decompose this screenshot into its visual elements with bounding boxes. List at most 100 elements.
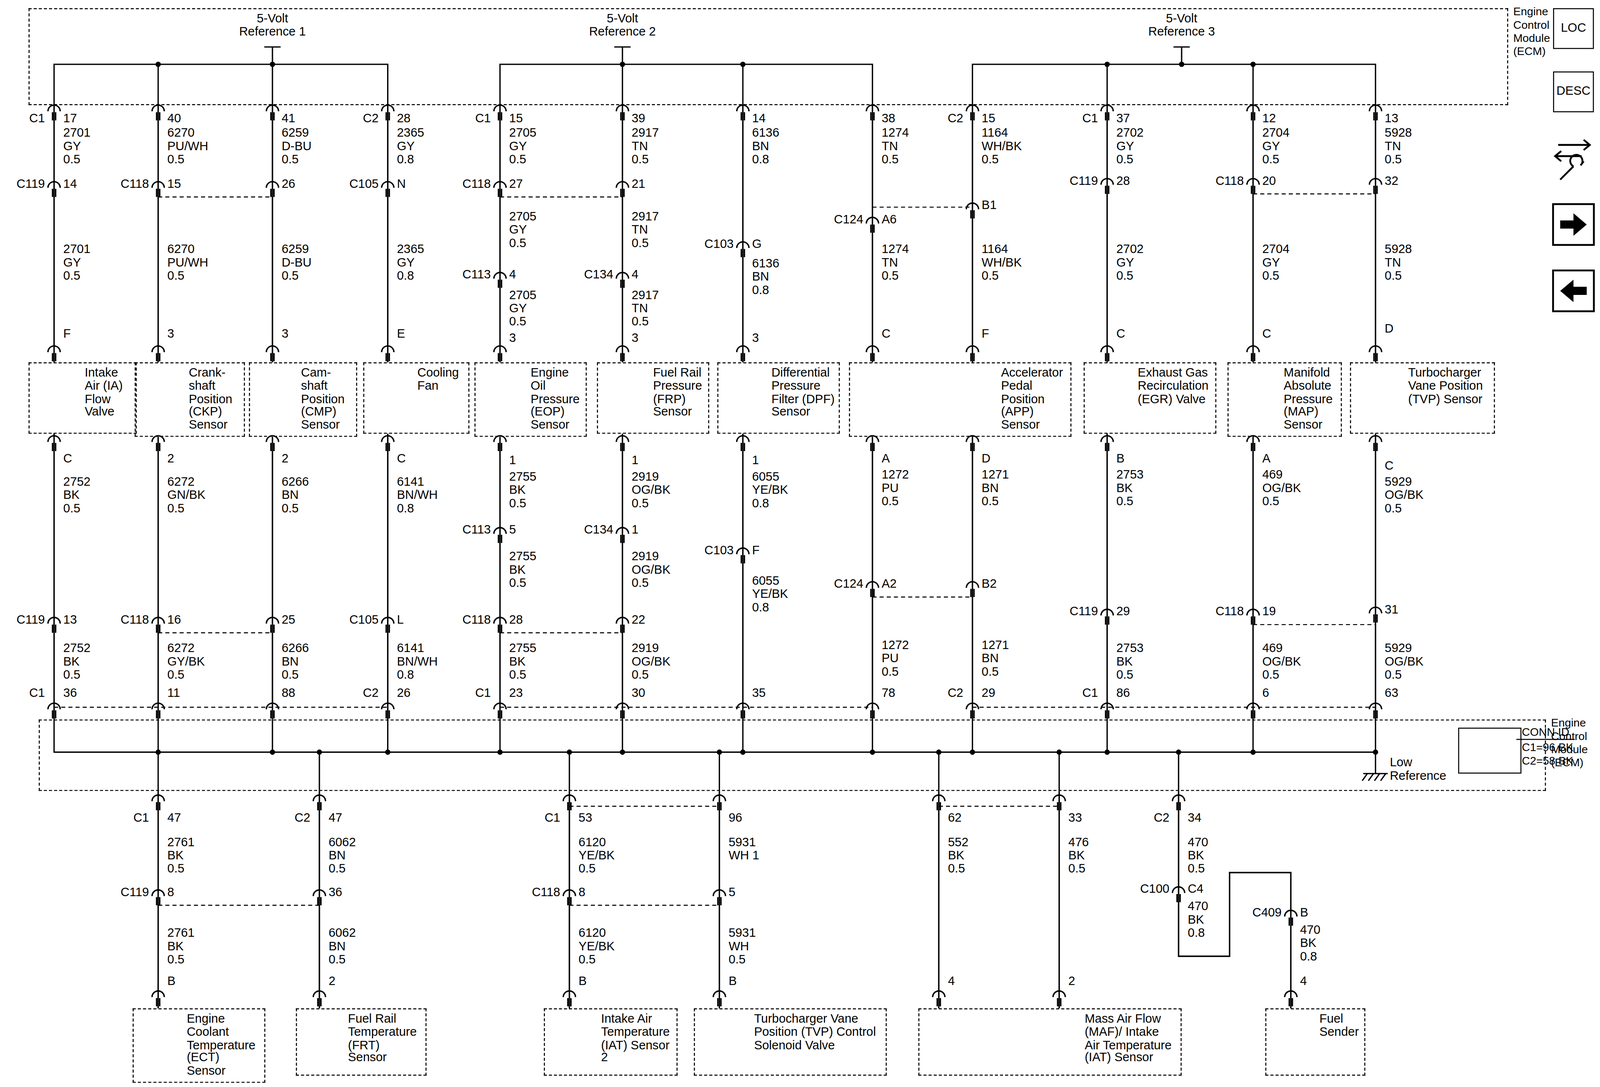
pin-label: 6: [1262, 686, 1273, 700]
component-name: Turbocharger Vane Position (TVP) Control…: [753, 1012, 882, 1052]
component-box: Cooling Fan: [363, 362, 470, 434]
wire-label: 6266 BN 0.5: [281, 475, 313, 516]
component-box: Fuel Sender: [1265, 1008, 1366, 1076]
wire-label: 1271 BN 0.5: [981, 468, 1012, 509]
pin-label: C1: [129, 811, 149, 825]
reference-label: 5-Volt Reference 2: [584, 12, 660, 39]
pin-label: 35: [752, 686, 770, 700]
splice-dot: [740, 61, 746, 68]
wire-label: 2919 OG/BK 0.5: [631, 641, 675, 682]
pin-label: 16: [167, 613, 185, 627]
pin-label: C2: [943, 112, 964, 126]
wire-label: 2365 GY 0.8: [396, 126, 428, 167]
component-name: Fuel Rail Temperature (FRT) Sensor: [347, 1012, 422, 1065]
connector-housing-line: [158, 632, 273, 633]
pin-label: C113: [459, 523, 491, 537]
pin-label: 3: [631, 331, 642, 345]
pin-label: D: [981, 452, 994, 466]
splice-dot: [497, 749, 504, 755]
splice-dot: [155, 61, 162, 68]
circuit-wire: [157, 436, 159, 720]
component-box: Fuel Rail Pressure (FRP) Sensor: [596, 362, 710, 434]
pin-label: 86: [1116, 686, 1134, 700]
pin-label: 14: [63, 177, 81, 191]
splice-dot: [155, 749, 162, 755]
pin-label: 2: [1068, 974, 1079, 988]
pin-label: 3: [752, 331, 763, 345]
wire-label: 2701 GY 0.5: [63, 126, 94, 167]
component-name: Differential Pressure Filter (DPF) Senso…: [771, 366, 835, 419]
wire-label: 6270 PU/WH 0.5: [167, 126, 212, 167]
pin-label: 3: [167, 327, 178, 341]
control-module-outline: Engine Control Module (ECM)CONN IDC1=96 …: [38, 719, 1547, 791]
pin-label: 62: [948, 811, 966, 825]
pin-label: 39: [631, 112, 649, 126]
wire-label: 5931 WH 1: [728, 835, 759, 863]
wire-label: 2919 OG/BK 0.5: [631, 549, 675, 590]
reference-bus: [54, 46, 388, 105]
pin-label: C1: [25, 112, 45, 126]
pin-label: 28: [1116, 174, 1134, 188]
pin-label: 5: [509, 523, 520, 537]
pin-label: N: [396, 177, 410, 191]
pin-label: C103: [701, 544, 734, 558]
pin-label: 20: [1262, 174, 1280, 188]
connector-housing-line: [938, 805, 1060, 807]
pin-label: 26: [396, 686, 415, 700]
pin-label: C: [1384, 459, 1397, 473]
wire-label: 6259 D-BU 0.5: [281, 126, 316, 167]
component-box: Intake Air (IA) Flow Valve: [28, 362, 138, 434]
wire-label: 2761 BK 0.5: [167, 835, 198, 876]
pin-label: C134: [580, 268, 614, 282]
pin-label: 32: [1384, 174, 1403, 188]
wire-label: 552 BK 0.5: [948, 835, 973, 876]
splice-dot: [566, 749, 573, 755]
pin-label: A6: [881, 213, 900, 227]
splice-dot: [1104, 61, 1111, 68]
pin-label: C119: [1066, 604, 1099, 619]
pin-label: F: [63, 327, 75, 341]
pin-label: 36: [328, 885, 347, 899]
pin-label: C1: [1078, 686, 1098, 700]
wire-label: 6270 PU/WH 0.5: [167, 242, 212, 283]
wire-label: 2753 BK 0.5: [1116, 641, 1147, 682]
component-box: Exhaust Gas Recirculation (EGR) Valve: [1083, 362, 1217, 434]
pin-label: F: [752, 544, 764, 558]
component-box: Engine Oil Pressure (EOP) Sensor: [474, 362, 587, 437]
wire-label: 2705 GY 0.5: [509, 126, 540, 167]
wire-label: 5931 WH 0.5: [728, 926, 759, 967]
wire-label: 2755 BK 0.5: [509, 470, 540, 511]
splice-dot: [269, 61, 276, 68]
pin-label: C: [396, 452, 410, 466]
pin-label: C105: [346, 613, 379, 627]
circuit-wire: [157, 790, 159, 1009]
wire-label: 2704 GY 0.5: [1262, 242, 1293, 283]
pin-label: 4: [1300, 974, 1311, 988]
pin-label: C118: [528, 885, 561, 899]
pin-label: B2: [981, 577, 1000, 591]
circuit-wire: [318, 790, 320, 1009]
splice-dot: [1056, 749, 1062, 755]
wire-label: 5928 TN 0.5: [1384, 242, 1416, 283]
pin-label: 33: [1068, 811, 1086, 825]
pin-label: 12: [1262, 112, 1280, 126]
pin-label: C105: [346, 177, 379, 191]
wire-label: 5929 OG/BK 0.5: [1384, 475, 1428, 516]
connector-housing-line: [500, 196, 623, 198]
component-name: Fuel Sender: [1319, 1012, 1361, 1039]
splice-dot: [1176, 749, 1182, 755]
connector-housing-line: [872, 206, 973, 208]
pin-label: 53: [578, 811, 597, 825]
pin-label: 2: [281, 452, 292, 466]
pin-label: 31: [1384, 602, 1403, 616]
pin-label: 8: [578, 885, 589, 899]
pin-label: 29: [1116, 604, 1134, 619]
pin-label: 63: [1384, 686, 1403, 700]
wire-label: 1274 TN 0.5: [881, 126, 913, 167]
wire-label: 2917 TN 0.5: [631, 126, 663, 167]
pin-label: 40: [167, 112, 185, 126]
circuit-wire: [157, 104, 159, 363]
pin-label: 17: [63, 112, 81, 126]
